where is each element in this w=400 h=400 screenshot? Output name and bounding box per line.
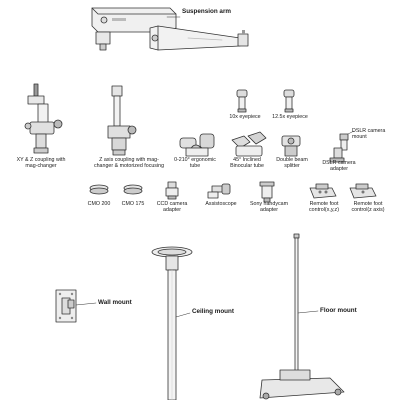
floor-mount-label: Floor mount [320, 307, 357, 314]
cmo-175-label: CMO 175 [121, 201, 145, 207]
cmo-200-illustration [89, 184, 109, 195]
foot-control-z-illustration [349, 183, 377, 199]
binocular-tube-illustration [231, 131, 267, 157]
wall-mount-label: Wall mount [98, 299, 132, 306]
eyepiece-10x-label: 10x eyepiece [229, 114, 261, 120]
ergonomic-tube-label: 0-210° ergonomic tube [174, 157, 216, 170]
z-axis-coupling-label: Z axis coupling with mag-changer & motor… [93, 157, 165, 170]
ccd-adapter-illustration [165, 181, 179, 200]
suspension-arm-illustration [91, 7, 249, 51]
ceiling-mount-label: Ceiling mount [192, 308, 234, 315]
beam-splitter-illustration [281, 135, 301, 157]
wall-mount-illustration [55, 289, 77, 323]
dslr-camera-mount-illustration [339, 130, 355, 151]
dslr-camera-adapter-illustration [329, 147, 345, 163]
ergonomic-tube-illustration [179, 133, 215, 157]
foot-control-xyz-illustration [309, 183, 337, 199]
assistoscope-illustration [207, 183, 231, 199]
ccd-adapter-label: CCD camera adapter [156, 201, 188, 214]
dslr-camera-adapter-label: DSLR camera adapter [322, 160, 356, 173]
foot-control-z-label: Remote foot control(z axis) [351, 201, 385, 214]
floor-mount-illustration [259, 233, 345, 400]
dslr-camera-mount-label: DSLR camera mount [352, 128, 386, 141]
ceiling-mount-illustration [151, 246, 193, 400]
floor-mount-leader [297, 310, 319, 314]
binocular-tube-label: 45° Inclined Binocular tube [230, 157, 264, 170]
sony-adapter-label: Sony handycam adapter [250, 201, 288, 214]
cmo-200-label: CMO 200 [87, 201, 111, 207]
beam-splitter-label: Double beam splitter [276, 157, 308, 170]
xy-z-coupling-label: XY & Z coupling with mag-changer [16, 157, 66, 170]
ceiling-mount-leader [175, 312, 191, 318]
cmo-175-illustration [123, 184, 143, 195]
eyepiece-12-5x-label: 12.5x eyepiece [272, 114, 308, 120]
z-axis-coupling-illustration [107, 85, 137, 156]
suspension-arm-label: Suspension arm [182, 8, 231, 15]
sony-adapter-illustration [259, 181, 275, 203]
foot-control-xyz-label: Remote foot control(x,y,z) [309, 201, 339, 214]
wall-mount-leader [75, 302, 97, 306]
xy-z-coupling-illustration [24, 83, 63, 154]
eyepiece-10x-illustration [236, 89, 248, 113]
eyepiece-12-5x-illustration [283, 89, 295, 113]
assistoscope-label: Assistoscope [205, 201, 237, 207]
